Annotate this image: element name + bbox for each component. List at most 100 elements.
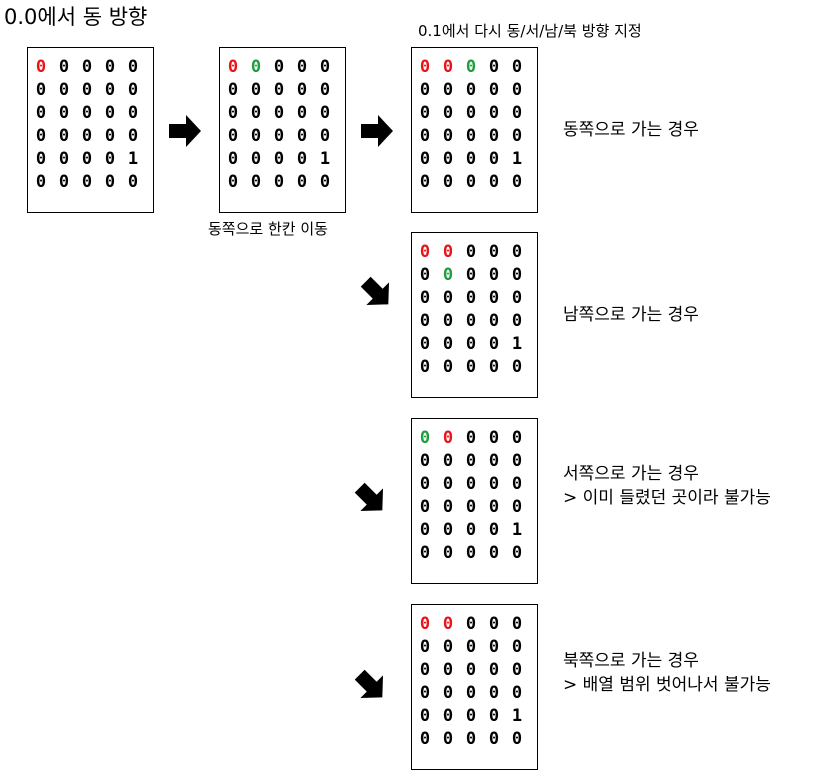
grid-cell: 0	[319, 172, 331, 192]
grid-cell: 0	[511, 172, 523, 192]
grid-cell: 0	[442, 242, 454, 262]
grid-cell: 0	[319, 80, 331, 100]
grid-cell: 0	[442, 126, 454, 146]
grid-cell: 0	[250, 172, 262, 192]
grid-cell: 0	[488, 614, 500, 634]
grid-cell: 0	[465, 683, 477, 703]
grid-cell: 0	[488, 126, 500, 146]
grid-cell: 0	[319, 126, 331, 146]
grid-cell: 0	[58, 103, 70, 123]
grid-cell: 0	[488, 311, 500, 331]
grid-cell: 0	[81, 126, 93, 146]
grid-cell: 0	[488, 428, 500, 448]
grid-cell: 0	[465, 80, 477, 100]
grid-cell: 0	[442, 637, 454, 657]
grid-cell: 0	[442, 614, 454, 634]
grid-cell: 0	[442, 520, 454, 540]
grid-cell: 0	[227, 57, 239, 77]
grid-cell: 0	[104, 57, 116, 77]
grid-cell: 0	[488, 149, 500, 169]
grid-cell: 0	[273, 126, 285, 146]
arrow-down-right-icon	[354, 482, 384, 512]
grid-cell: 0	[419, 637, 431, 657]
grid-cell: 0	[35, 172, 47, 192]
grid-cell: 0	[419, 288, 431, 308]
grid-cell: 0	[442, 334, 454, 354]
grid-cell: 0	[488, 80, 500, 100]
grid-cell: 0	[442, 265, 454, 285]
grid-cell: 0	[104, 126, 116, 146]
grid-cell: 0	[442, 729, 454, 749]
grid-cell: 0	[511, 497, 523, 517]
grid-cell: 0	[465, 103, 477, 123]
grid-cell: 0	[488, 242, 500, 262]
grid-cell: 0	[465, 242, 477, 262]
grid-cell: 0	[419, 451, 431, 471]
grid-cell: 0	[419, 242, 431, 262]
grid-cell: 0	[127, 57, 139, 77]
grid-cell: 0	[58, 172, 70, 192]
grid-cell: 0	[81, 80, 93, 100]
grid-cell: 0	[488, 637, 500, 657]
grid-cell: 0	[273, 80, 285, 100]
grid-cell: 0	[35, 149, 47, 169]
grid-cell: 0	[104, 149, 116, 169]
grid-cell: 0	[465, 729, 477, 749]
grid-cell: 0	[488, 497, 500, 517]
grid-cell: 0	[273, 172, 285, 192]
grid-cell: 0	[465, 311, 477, 331]
grid-cell: 0	[419, 334, 431, 354]
grid-cell: 0	[442, 311, 454, 331]
grid-cell: 0	[419, 357, 431, 377]
grid-cell: 0	[81, 103, 93, 123]
label-case-north: 북쪽으로 가는 경우	[563, 651, 699, 671]
grid-cell: 1	[511, 520, 523, 540]
caption-move-east: 동쪽으로 한칸 이동	[208, 220, 328, 238]
grid-cell: 0	[35, 80, 47, 100]
grid-cell: 0	[419, 706, 431, 726]
grid-cell: 0	[296, 80, 308, 100]
grid-cell: 0	[419, 520, 431, 540]
arrow-down-right-icon	[354, 669, 384, 699]
grid-cell: 0	[488, 451, 500, 471]
grid-cell: 0	[442, 497, 454, 517]
grid-cell: 0	[511, 637, 523, 657]
grid-cell: 0	[442, 288, 454, 308]
grid-cell: 0	[250, 149, 262, 169]
grid-cell: 0	[419, 57, 431, 77]
grid-cell: 0	[227, 80, 239, 100]
grid-cell: 0	[104, 103, 116, 123]
grid-cell: 1	[319, 149, 331, 169]
grid-cell: 0	[319, 57, 331, 77]
grid-cell: 0	[511, 543, 523, 563]
grid-cell: 0	[35, 103, 47, 123]
grid-cell: 0	[465, 357, 477, 377]
grid-cell: 0	[296, 126, 308, 146]
grid-cell: 1	[511, 706, 523, 726]
grid-cell: 0	[81, 149, 93, 169]
grid-cell: 0	[250, 103, 262, 123]
grid-cell: 0	[511, 451, 523, 471]
grid-cell: 0	[465, 520, 477, 540]
grid-cell: 0	[488, 103, 500, 123]
grid-cell: 0	[488, 683, 500, 703]
grid-cell: 0	[465, 451, 477, 471]
grid-cell: 0	[227, 126, 239, 146]
grid-cell: 0	[465, 474, 477, 494]
grid-cell: 0	[58, 126, 70, 146]
grid-cell: 0	[442, 660, 454, 680]
grid-cell: 0	[296, 103, 308, 123]
grid-cell: 0	[465, 660, 477, 680]
grid-cell: 0	[127, 126, 139, 146]
arrow-down-right-icon	[360, 276, 390, 306]
grid-cell: 0	[296, 172, 308, 192]
grid-cell: 0	[250, 80, 262, 100]
grid-cell: 0	[227, 103, 239, 123]
grid-cell: 0	[465, 172, 477, 192]
grid-cell: 0	[419, 126, 431, 146]
grid-cell: 0	[35, 57, 47, 77]
grid-cell: 0	[250, 57, 262, 77]
grid-cell: 0	[465, 288, 477, 308]
